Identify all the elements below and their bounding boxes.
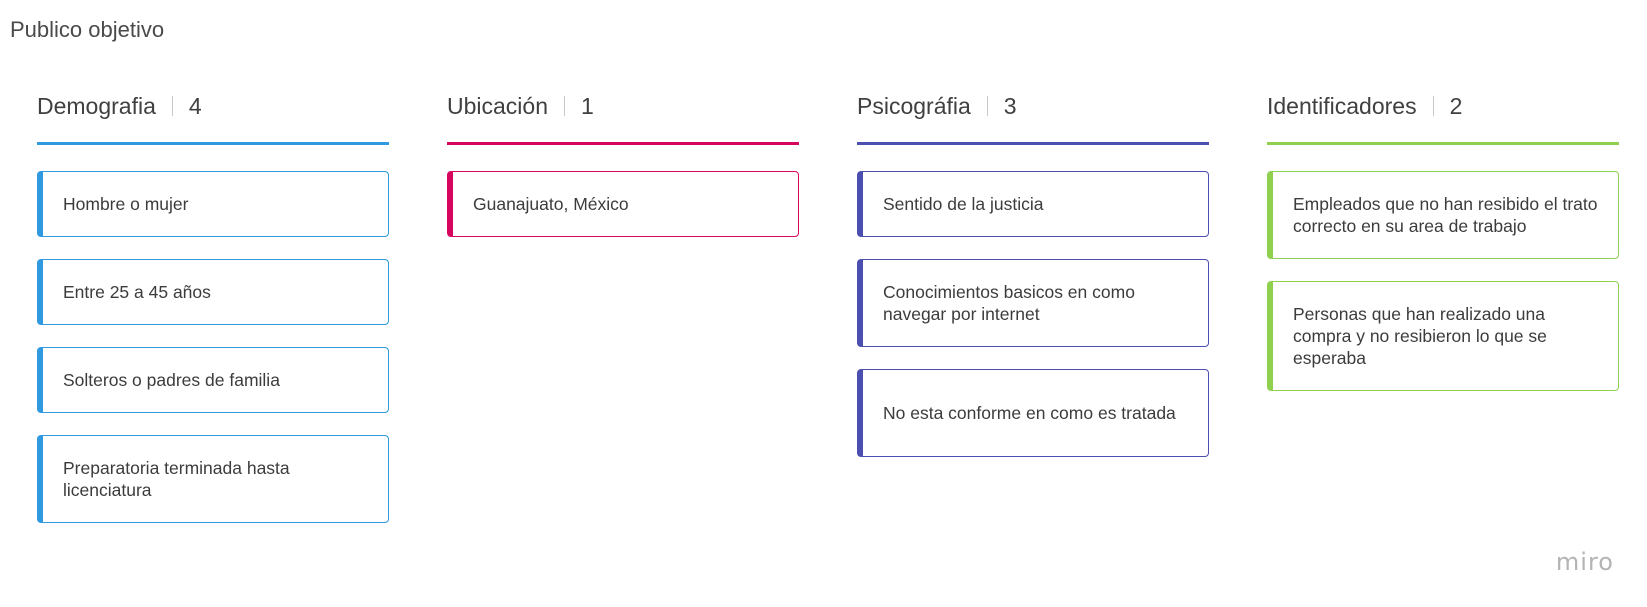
header-divider [1432, 96, 1434, 116]
column-count: 1 [581, 92, 594, 119]
column-color-line [447, 142, 799, 145]
column-color-line [1267, 142, 1619, 145]
card[interactable]: Entre 25 a 45 años [37, 259, 389, 325]
card[interactable]: Guanajuato, México [447, 171, 799, 237]
column-title: Identificadores [1267, 92, 1417, 119]
card-text: Personas que han realizado una compra y … [1293, 304, 1547, 368]
card[interactable]: No esta conforme en como es tratada [857, 369, 1209, 457]
column-header[interactable]: Ubicación 1 [447, 90, 799, 122]
column-demografia: Demografia 4 Hombre o mujer Entre 25 a 4… [37, 90, 389, 545]
column-count: 4 [188, 92, 202, 119]
card[interactable]: Sentido de la justicia [857, 171, 1209, 237]
card[interactable]: Conocimientos basicos en como navegar po… [857, 259, 1209, 347]
card[interactable]: Empleados que no han resibido el trato c… [1267, 171, 1619, 259]
card-text: No esta conforme en como es tratada [883, 403, 1176, 423]
card-text: Guanajuato, México [473, 194, 629, 214]
column-title: Ubicación [447, 92, 548, 119]
card-text: Hombre o mujer [63, 194, 189, 214]
card-text: Conocimientos basicos en como navegar po… [883, 282, 1135, 324]
column-color-line [857, 142, 1209, 145]
card[interactable]: Solteros o padres de familia [37, 347, 389, 413]
card[interactable]: Preparatoria terminada hasta licenciatur… [37, 435, 389, 523]
column-header[interactable]: Demografia 4 [37, 90, 389, 122]
card-text: Sentido de la justicia [883, 194, 1044, 214]
header-divider [171, 96, 173, 116]
column-identificadores: Identificadores 2 Empleados que no han r… [1267, 90, 1619, 413]
board-title: Publico objetivo [10, 17, 165, 42]
card-list: Hombre o mujer Entre 25 a 45 años Solter… [37, 171, 389, 523]
column-header[interactable]: Identificadores 2 [1267, 90, 1619, 122]
column-title: Demografia [37, 92, 156, 119]
card-text: Preparatoria terminada hasta licenciatur… [63, 458, 290, 500]
card-list: Empleados que no han resibido el trato c… [1267, 171, 1619, 391]
card-list: Sentido de la justicia Conocimientos bas… [857, 171, 1209, 457]
column-ubicacion: Ubicación 1 Guanajuato, México [447, 90, 799, 259]
miro-logo: miro [1555, 548, 1614, 576]
column-title: Psicográfia [857, 92, 971, 119]
column-psicografia: Psicográfia 3 Sentido de la justicia Con… [857, 90, 1209, 479]
column-count: 3 [1003, 92, 1017, 119]
card[interactable]: Hombre o mujer [37, 171, 389, 237]
header-divider [564, 96, 565, 116]
column-count: 2 [1449, 92, 1463, 119]
column-header[interactable]: Psicográfia 3 [857, 90, 1209, 122]
card-text: Entre 25 a 45 años [63, 282, 211, 302]
header-divider [986, 96, 988, 116]
card[interactable]: Personas que han realizado una compra y … [1267, 281, 1619, 391]
card-text: Solteros o padres de familia [63, 370, 280, 390]
column-color-line [37, 142, 389, 145]
card-list: Guanajuato, México [447, 171, 799, 237]
card-text: Empleados que no han resibido el trato c… [1293, 194, 1598, 236]
